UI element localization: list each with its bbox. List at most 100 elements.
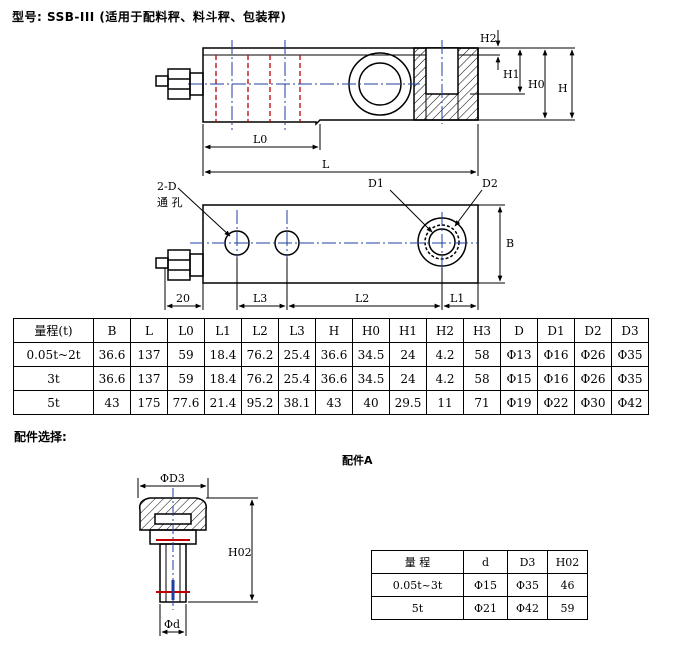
table-cell: 24 — [389, 366, 427, 391]
spec-header-cell: B — [93, 318, 131, 343]
label-b: B — [506, 237, 514, 250]
table-cell: 25.4 — [278, 342, 316, 367]
table-cell: 59 — [167, 342, 205, 367]
label-l3: L3 — [253, 292, 267, 305]
spec-header-cell: H1 — [389, 318, 427, 343]
table-cell: 3t — [13, 366, 94, 391]
label-h: H — [558, 82, 568, 95]
accessory-header-cell: H02 — [547, 550, 588, 574]
accessory-header-cell: d — [463, 550, 508, 574]
table-cell: 36.6 — [93, 366, 131, 391]
table-cell: 36.6 — [93, 342, 131, 367]
table-cell: 34.5 — [352, 366, 390, 391]
spec-header-cell: L1 — [204, 318, 242, 343]
table-cell: 59 — [547, 596, 588, 620]
table-cell: 24 — [389, 342, 427, 367]
table-cell: 43 — [93, 390, 131, 415]
table-cell: Φ42 — [611, 390, 649, 415]
label-through-hole: 通 孔 — [157, 196, 183, 209]
spec-header-cell: H0 — [352, 318, 390, 343]
table-cell: 175 — [130, 390, 168, 415]
side-connector-nut — [167, 68, 191, 100]
label-l0: L0 — [253, 133, 267, 146]
table-cell: 29.5 — [389, 390, 427, 415]
table-cell: Φ22 — [537, 390, 575, 415]
accessory-header-cell: D3 — [507, 550, 548, 574]
table-row: 0.05t~2t 36.6 137 59 18.4 76.2 25.4 36.6… — [13, 342, 649, 367]
table-cell: Φ16 — [537, 366, 575, 391]
accessory-part-title: 配件A — [342, 454, 373, 467]
label-h1: H1 — [503, 68, 520, 81]
table-row: 5t 43 175 77.6 21.4 95.2 38.1 43 40 29.5… — [13, 390, 649, 415]
table-cell: Φ13 — [500, 342, 538, 367]
spec-header-cell: H — [315, 318, 353, 343]
table-cell: Φ42 — [507, 596, 548, 620]
table-cell: 4.2 — [426, 366, 464, 391]
label-h2: H2 — [480, 32, 497, 45]
spec-header-cell: 量程(t) — [13, 318, 94, 343]
table-cell: Φ15 — [463, 573, 508, 597]
table-cell: 137 — [130, 342, 168, 367]
label-d2: D2 — [482, 177, 498, 190]
spec-header-cell: D2 — [574, 318, 612, 343]
table-cell: 34.5 — [352, 342, 390, 367]
table-cell: 25.4 — [278, 366, 316, 391]
table-cell: Φ19 — [500, 390, 538, 415]
label-l2: L2 — [355, 292, 369, 305]
table-cell: 5t — [371, 596, 464, 620]
label-accessory-h02: H02 — [228, 546, 252, 559]
accessory-table: 量 程 d D3 H02 0.05t~3t Φ15 Φ35 46 5t Φ21 … — [371, 550, 588, 620]
table-cell: 18.4 — [204, 342, 242, 367]
spec-header-cell: D1 — [537, 318, 575, 343]
table-cell: 46 — [547, 573, 588, 597]
spec-header-cell: H2 — [426, 318, 464, 343]
table-cell: 43 — [315, 390, 353, 415]
table-cell: 36.6 — [315, 366, 353, 391]
table-row: 5t Φ21 Φ42 59 — [371, 596, 588, 620]
table-cell: 137 — [130, 366, 168, 391]
spec-header-cell: L3 — [278, 318, 316, 343]
spec-header-cell: D — [500, 318, 538, 343]
label-2d: 2-D — [157, 180, 177, 193]
spec-table: 量程(t) B L L0 L1 L2 L3 H H0 H1 H2 H3 D D1… — [13, 318, 649, 415]
side-view — [155, 30, 575, 176]
table-cell: 21.4 — [204, 390, 242, 415]
table-cell: Φ35 — [507, 573, 548, 597]
label-l1: L1 — [450, 292, 464, 305]
label-h0: H0 — [528, 78, 545, 91]
table-cell: 58 — [463, 366, 501, 391]
top-view — [155, 187, 505, 310]
table-cell: 38.1 — [278, 390, 316, 415]
accessory-a-drawing — [137, 478, 258, 636]
top-body-outline — [202, 204, 479, 284]
table-cell: Φ30 — [574, 390, 612, 415]
table-cell: 0.05t~3t — [371, 573, 464, 597]
spec-header-cell: L — [130, 318, 168, 343]
table-cell: 77.6 — [167, 390, 205, 415]
spec-header-cell: H3 — [463, 318, 501, 343]
label-d1: D1 — [368, 177, 384, 190]
table-cell: 11 — [426, 390, 464, 415]
table-cell: 95.2 — [241, 390, 279, 415]
table-cell: 59 — [167, 366, 205, 391]
table-cell: 18.4 — [204, 366, 242, 391]
table-row: 0.05t~3t Φ15 Φ35 46 — [371, 573, 588, 597]
table-cell: Φ35 — [611, 342, 649, 367]
table-cell: 76.2 — [241, 366, 279, 391]
table-cell: 5t — [13, 390, 94, 415]
table-cell: 71 — [463, 390, 501, 415]
table-cell: 4.2 — [426, 342, 464, 367]
accessory-header-row: 量 程 d D3 H02 — [371, 550, 588, 574]
label-l: L — [322, 158, 330, 171]
label-accessory-d: Φd — [164, 618, 180, 631]
table-cell: Φ26 — [574, 342, 612, 367]
spec-header-cell: D3 — [611, 318, 649, 343]
table-cell: 36.6 — [315, 342, 353, 367]
table-cell: 76.2 — [241, 342, 279, 367]
table-cell: 0.05t~2t — [13, 342, 94, 367]
table-cell: Φ21 — [463, 596, 508, 620]
label-20: 20 — [176, 292, 190, 305]
table-cell: Φ35 — [611, 366, 649, 391]
page-title: 型号: SSB-III (适用于配料秤、料斗秤、包装秤) — [12, 10, 287, 24]
